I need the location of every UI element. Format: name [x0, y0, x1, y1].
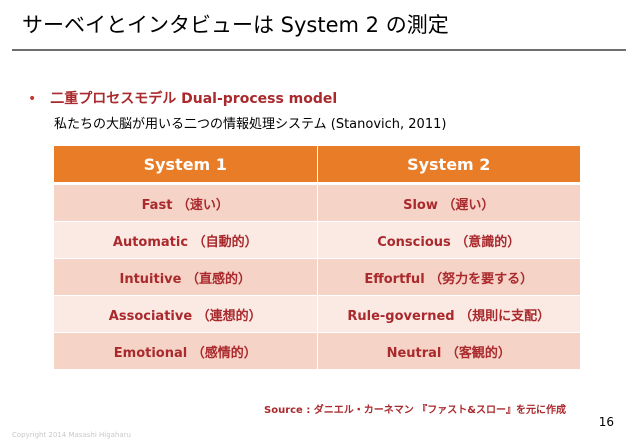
table-row: Fast （速い） Slow （遅い） — [54, 183, 580, 222]
header-system-2: System 2 — [317, 146, 580, 185]
copyright-notice: Copyright 2014 Masashi Higaharu — [12, 431, 131, 439]
table-cell: Automatic （自動的） — [54, 221, 318, 259]
title-divider — [12, 49, 626, 51]
page-number: 16 — [598, 415, 614, 429]
table-cell: Intuitive （直感的） — [54, 258, 318, 296]
table-cell: Slow （遅い） — [317, 183, 580, 222]
table-cell: Associative （連想的） — [54, 295, 318, 333]
table-cell: Conscious （意識的） — [317, 221, 580, 259]
table-row: Automatic （自動的） Conscious （意識的） — [54, 221, 580, 259]
bullet-item: • 二重プロセスモデル Dual-process model — [28, 88, 337, 108]
source-citation: Source : ダニエル・カーネマン 『ファスト&スロー』を元に作成 — [264, 405, 566, 416]
comparison-table: System 1 System 2 Fast （速い） Slow （遅い） Au… — [54, 146, 580, 369]
table-row: Associative （連想的） Rule-governed （規則に支配） — [54, 295, 580, 333]
table-cell: Effortful （努力を要する） — [317, 258, 580, 296]
bullet-marker: • — [28, 91, 37, 107]
table-header-row: System 1 System 2 — [54, 146, 580, 185]
table-row: Intuitive （直感的） Effortful （努力を要する） — [54, 258, 580, 296]
table-cell: Neutral （客観的） — [317, 332, 580, 369]
table-cell: Rule-governed （規則に支配） — [317, 295, 580, 333]
bullet-text: 二重プロセスモデル Dual-process model — [50, 91, 338, 107]
header-system-1: System 1 — [54, 146, 318, 185]
table-cell: Emotional （感情的） — [54, 332, 318, 369]
table-row: Emotional （感情的） Neutral （客観的） — [54, 332, 580, 369]
slide-title: サーベイとインタビューは System 2 の測定 — [22, 13, 449, 37]
table-cell: Fast （速い） — [54, 183, 318, 222]
bullet-subtext: 私たちの大脳が用いる二つの情報処理システム (Stanovich, 2011) — [54, 117, 447, 132]
